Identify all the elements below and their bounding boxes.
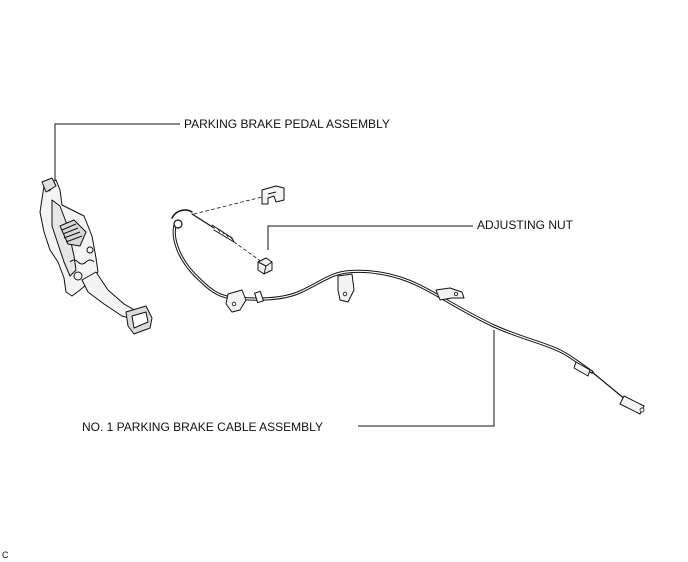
cable-clip-1: [225, 289, 247, 313]
cable-grommet: [254, 290, 264, 304]
label-parking-brake-pedal-assembly: PARKING BRAKE PEDAL ASSEMBLY: [184, 117, 390, 131]
pedal-ratchet: [59, 219, 87, 247]
cable-threaded-rod: [211, 224, 235, 243]
label-parking-brake-cable-assembly: NO. 1 PARKING BRAKE CABLE ASSEMBLY: [82, 420, 323, 434]
pedal-pivot-bolt-3: [86, 246, 94, 254]
cable-front-eye: [173, 219, 183, 229]
pedal-assembly-drawing: [39, 177, 153, 335]
adjusting-nut-face: [257, 261, 273, 275]
pedal-spring: [69, 259, 95, 265]
cable-rear-tip: [639, 407, 645, 413]
cable-rear-end: [619, 395, 645, 415]
cable-sheath-inner: [173, 221, 593, 373]
cable-rod-thread: [217, 228, 233, 240]
pedal-pad-face: [131, 311, 149, 329]
leader-lines: [54, 123, 495, 427]
guide-dashed-2: [233, 241, 263, 263]
cable-clip-2: [337, 273, 355, 303]
cable-assembly-drawing: [171, 195, 645, 415]
pedal-ratchet-teeth: [61, 223, 83, 243]
guide-dashed-1: [193, 195, 267, 215]
lock-clip-slot: [267, 191, 277, 195]
cable-clip-2-hole: [342, 291, 348, 297]
illustration-code: C: [2, 550, 9, 560]
label-adjusting-nut: ADJUSTING NUT: [477, 218, 573, 232]
leader-pedal: [54, 123, 180, 188]
adjusting-nut-drawing: [257, 257, 273, 275]
leader-nut: [267, 225, 473, 250]
cable-front-end: [171, 209, 193, 219]
cable-clip-1-hole: [231, 301, 237, 307]
pedal-pivot-bolt-2: [73, 271, 83, 281]
cable-clip-3-hole: [453, 291, 458, 296]
cable-rear-wire: [591, 371, 627, 401]
cable-inner-wire: [191, 213, 215, 229]
lock-clip-drawing: [261, 185, 285, 205]
lock-clip: [261, 185, 285, 205]
cable-clip-3: [435, 287, 465, 301]
leader-cable: [358, 330, 495, 427]
pedal-upper-tab: [41, 177, 57, 193]
cable-rear-sleeve: [573, 361, 591, 377]
